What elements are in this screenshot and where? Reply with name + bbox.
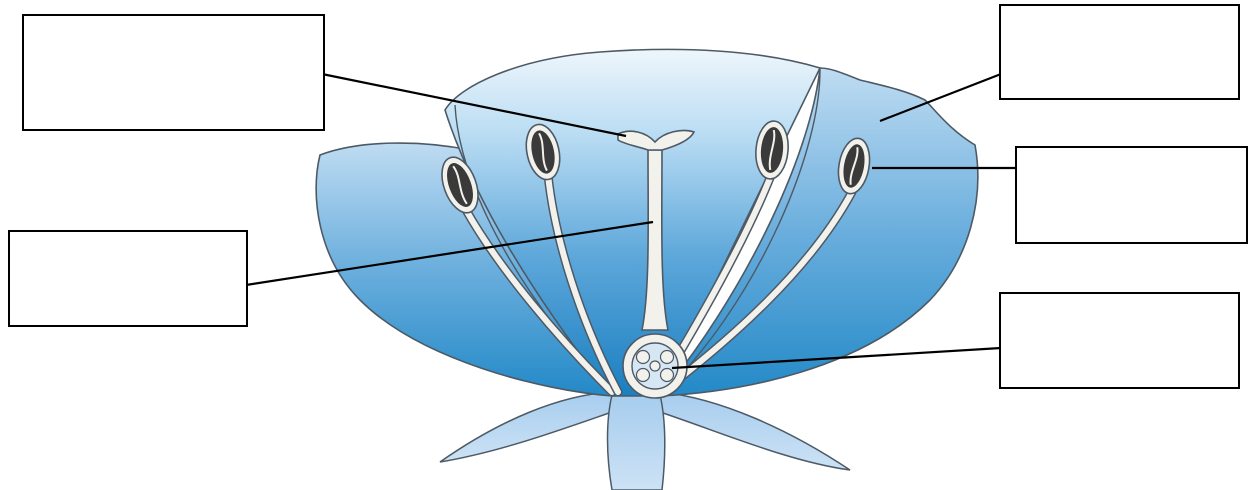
- label-box-anther[interactable]: [1015, 146, 1248, 244]
- sepals: [440, 392, 850, 490]
- label-box-petal[interactable]: [999, 4, 1240, 100]
- label-box-style[interactable]: [8, 230, 248, 327]
- label-box-ovary[interactable]: [999, 292, 1240, 389]
- sepal-left: [440, 392, 612, 462]
- label-box-stigma[interactable]: [22, 14, 325, 131]
- stem: [608, 395, 665, 490]
- sepal-right: [660, 392, 850, 470]
